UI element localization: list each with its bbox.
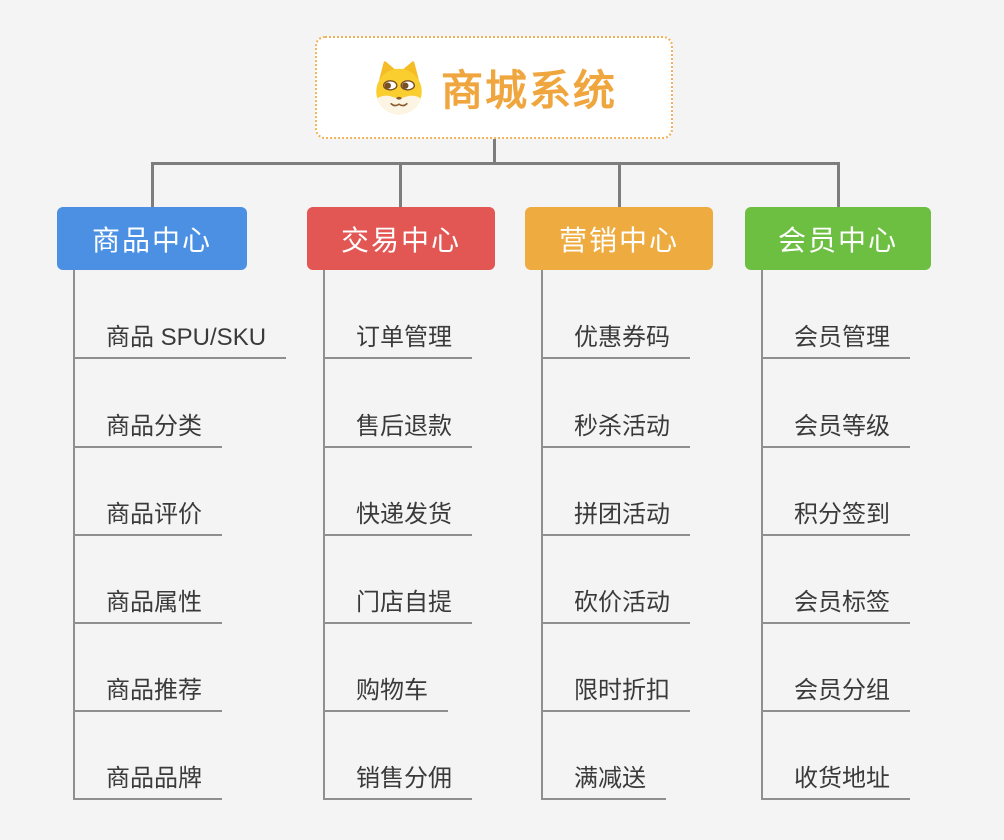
node-item[interactable]: 商品评价 [73, 500, 222, 536]
node-item[interactable]: 商品品牌 [73, 764, 222, 800]
branch-column-member: 会员中心 会员管理 会员等级 积分签到 会员标签 会员分组 收货地址 [745, 207, 1004, 807]
node-item[interactable]: 会员管理 [761, 323, 910, 359]
branch-column-product: 商品中心 商品 SPU/SKU 商品分类 商品评价 商品属性 商品推荐 商品品牌 [57, 207, 317, 807]
node-item[interactable]: 商品属性 [73, 588, 222, 624]
node-item[interactable]: 快递发货 [323, 500, 472, 536]
branch-header-marketing[interactable]: 营销中心 [525, 207, 713, 270]
node-item[interactable]: 售后退款 [323, 412, 472, 448]
branch-header-trade[interactable]: 交易中心 [307, 207, 495, 270]
node-item[interactable]: 门店自提 [323, 588, 472, 624]
connector-horizontal-bar [151, 162, 840, 165]
node-item[interactable]: 满减送 [541, 764, 666, 800]
connector-drop-trade [399, 162, 402, 207]
node-item[interactable]: 订单管理 [323, 323, 472, 359]
branch-column-marketing: 营销中心 优惠券码 秒杀活动 拼团活动 砍价活动 限时折扣 满减送 [525, 207, 785, 807]
dog-face-icon [376, 60, 422, 114]
node-item[interactable]: 购物车 [323, 676, 448, 712]
connector-drop-marketing [618, 162, 621, 207]
node-item[interactable]: 会员标签 [761, 588, 910, 624]
node-item[interactable]: 优惠券码 [541, 323, 690, 359]
node-item[interactable]: 商品 SPU/SKU [73, 323, 287, 359]
node-item[interactable]: 商品推荐 [73, 676, 222, 712]
node-item[interactable]: 秒杀活动 [541, 412, 690, 448]
branch-header-product[interactable]: 商品中心 [57, 207, 247, 270]
node-item[interactable]: 会员分组 [761, 676, 910, 712]
connector-root-stub [493, 139, 496, 165]
node-item[interactable]: 积分签到 [761, 500, 910, 536]
root-title: 商城系统 [440, 67, 617, 114]
node-item[interactable]: 销售分佣 [323, 764, 472, 800]
connector-drop-product [151, 162, 154, 207]
node-item[interactable]: 砍价活动 [541, 588, 690, 624]
node-item[interactable]: 限时折扣 [541, 676, 690, 712]
node-item[interactable]: 会员等级 [761, 412, 910, 448]
node-item[interactable]: 收货地址 [761, 764, 910, 800]
node-item[interactable]: 商品分类 [73, 412, 222, 448]
node-item[interactable]: 拼团活动 [541, 500, 690, 536]
root-node[interactable]: 商城系统 [315, 36, 673, 139]
branch-header-member[interactable]: 会员中心 [745, 207, 931, 270]
branch-column-trade: 交易中心 订单管理 售后退款 快递发货 门店自提 购物车 销售分佣 [307, 207, 567, 807]
connector-drop-member [837, 162, 840, 207]
